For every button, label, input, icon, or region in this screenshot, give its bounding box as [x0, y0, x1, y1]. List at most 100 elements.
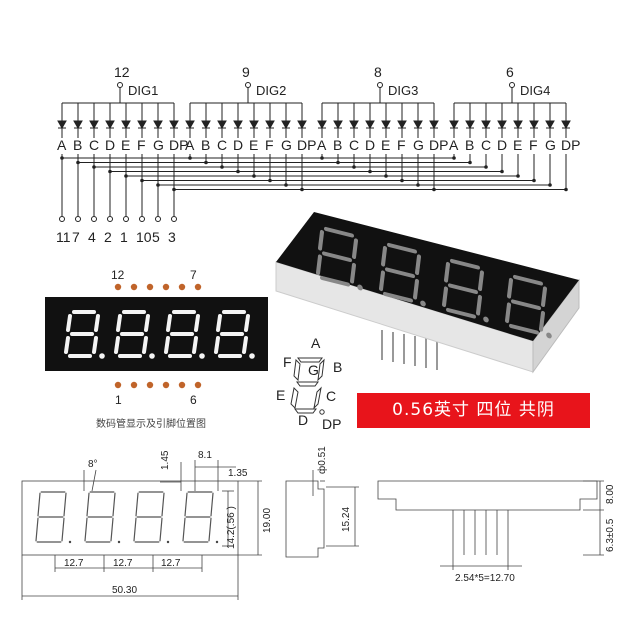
decimal-point [99, 353, 105, 359]
decimal-point [357, 284, 363, 291]
schematic-seg-g: G [281, 137, 292, 153]
schematic-seg-dp: DP [169, 137, 188, 153]
decimal-point [249, 353, 255, 359]
front-top-pin-right: 7 [190, 268, 197, 282]
schematic-seg-a: A [185, 137, 195, 153]
schematic-seg-f: F [529, 137, 538, 153]
segment [192, 336, 198, 354]
segment [385, 267, 415, 279]
schematic-seg-g: G [153, 137, 164, 153]
segment [318, 229, 324, 251]
perspective-view [275, 212, 580, 374]
pin-dot [146, 381, 154, 389]
schematic-seg-dp: DP [429, 137, 448, 153]
dim-6-3: 6.3±0.5 [605, 518, 616, 552]
segment [446, 307, 476, 319]
seg-label-d: D [298, 412, 308, 428]
segment [324, 226, 354, 238]
spec-badge: 0.56英寸 四位 共阴 [357, 393, 590, 428]
led-diode [169, 120, 179, 130]
segment [133, 517, 137, 542]
schematic-seg-b: B [333, 137, 342, 153]
led-diode [137, 120, 147, 130]
segment [142, 336, 148, 354]
segment [350, 262, 356, 284]
schematic-seg-b: B [73, 137, 82, 153]
segment [442, 286, 448, 308]
side-dimension-drawing [285, 470, 359, 558]
segment [166, 314, 172, 332]
digit-label-3: DIG3 [388, 83, 418, 98]
seg-label-dp: DP [322, 416, 341, 432]
bottom-pin-5: 1 [120, 229, 128, 245]
pin-dot [194, 283, 202, 291]
bottom-pin-2: 7 [72, 229, 80, 245]
bottom-pin-6: 10 [136, 229, 152, 245]
bottom-pin-7: 5 [152, 229, 160, 245]
schematic-seg-a: A [317, 137, 327, 153]
bottom-pin-1: 11 [56, 229, 71, 245]
pin-dot [162, 381, 170, 389]
segment [63, 492, 67, 517]
led-diode [281, 120, 291, 130]
segment [415, 254, 421, 276]
decimal-point [420, 300, 426, 307]
led-diode [381, 120, 391, 130]
schematic-seg-d: D [497, 137, 507, 153]
segment [92, 336, 98, 354]
bottom-pin-3: 4 [88, 229, 96, 245]
segment [94, 314, 100, 332]
segment [164, 336, 170, 354]
seg-label-a: A [311, 335, 321, 351]
digit-pin-1: 12 [114, 64, 130, 80]
segment [112, 492, 116, 517]
seg-label-f: F [283, 354, 292, 370]
segment [216, 314, 222, 332]
led-diode [529, 120, 539, 130]
led-diode [349, 120, 359, 130]
schematic-seg-dp: DP [561, 137, 580, 153]
dim-19-00: 19.00 [262, 508, 273, 533]
segment [144, 314, 150, 332]
front-caption: 数码管显示及引脚位置图 [96, 417, 206, 430]
schematic-seg-dp: DP [297, 137, 316, 153]
digit-pin-4: 6 [506, 64, 514, 80]
seg-label-c: C [326, 388, 336, 404]
segment [387, 242, 417, 254]
digit-label-4: DIG4 [520, 83, 550, 98]
segment [379, 270, 385, 292]
pin-dot [114, 381, 122, 389]
decimal-point [68, 540, 72, 544]
schematic-seg-b: B [465, 137, 474, 153]
seg-label-b: B [333, 359, 342, 375]
led-diode [249, 120, 259, 130]
dim-8-00: 8.00 [605, 484, 616, 504]
dim-pitch-3: 12.7 [161, 558, 181, 569]
body-face [276, 212, 579, 341]
pin-dot [194, 381, 202, 389]
dim-pin-diameter: ф0.51 [316, 446, 328, 474]
decimal-point [483, 316, 489, 323]
decimal-point [546, 332, 552, 339]
segment [539, 310, 545, 332]
segment [448, 283, 478, 295]
segment [208, 517, 212, 542]
schematic-seg-c: C [349, 137, 359, 153]
bottom-dimension-drawing [377, 480, 604, 570]
schematic-seg-g: G [545, 137, 556, 153]
segment [513, 274, 543, 286]
segment [135, 492, 139, 517]
schematic-seg-f: F [137, 137, 146, 153]
led-diode [121, 120, 131, 130]
segment [383, 291, 413, 303]
led-diode [233, 120, 243, 130]
pin-dot [162, 283, 170, 291]
schematic-seg-a: A [449, 137, 459, 153]
segment [242, 336, 248, 354]
segment [159, 517, 163, 542]
dim-pitch-1: 12.7 [64, 558, 84, 569]
segment [244, 314, 250, 332]
segment [84, 517, 88, 542]
decimal-point [149, 353, 155, 359]
front-dimension-drawing [21, 460, 262, 600]
